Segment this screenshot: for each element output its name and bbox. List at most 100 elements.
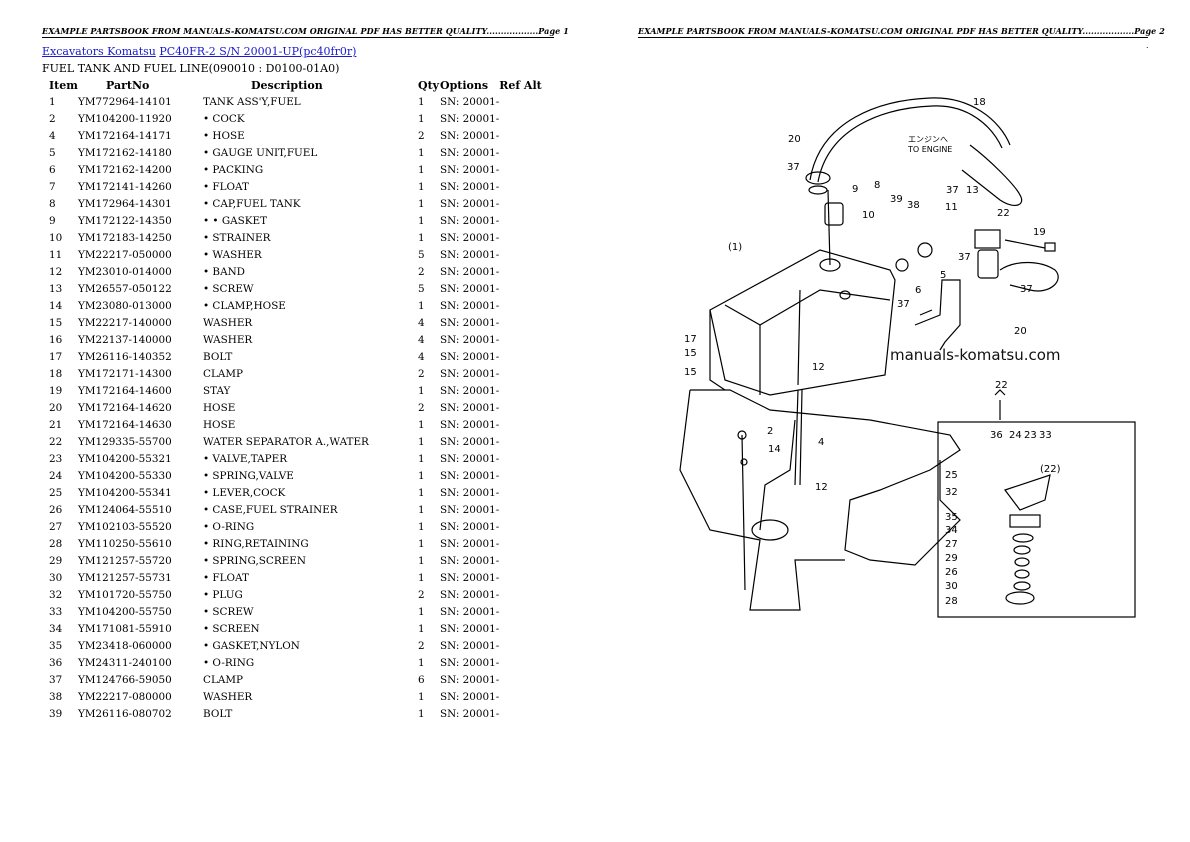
item-number: 23	[49, 452, 63, 465]
part-number: YM23010-014000	[78, 265, 172, 278]
engine-label-jp: エンジンへ	[908, 135, 948, 144]
parts-table: Item PartNo Description Qty Options Ref …	[44, 77, 544, 722]
item-number: 18	[49, 367, 63, 380]
col-header-partno: PartNo	[106, 78, 150, 92]
part-number: YM172183-14250	[78, 231, 172, 244]
callout-8: 8	[874, 180, 880, 191]
part-description: • GASKET,NYLON	[203, 639, 300, 652]
part-description: TANK ASS'Y,FUEL	[203, 95, 301, 108]
callout-20-top: 20	[788, 134, 801, 145]
part-description: BOLT	[203, 707, 233, 720]
part-options: SN: 20001-	[440, 452, 500, 465]
part-options: SN: 20001-	[440, 129, 500, 142]
item-number: 7	[49, 180, 56, 193]
part-number: YM121257-55731	[78, 571, 172, 584]
part-options: SN: 20001-	[440, 469, 500, 482]
part-qty: 1	[418, 554, 425, 567]
part-qty: 1	[418, 418, 425, 431]
callout-11: 11	[945, 202, 958, 213]
part-options: SN: 20001-	[440, 554, 500, 567]
part-number: YM22217-140000	[78, 316, 172, 329]
part-number: YM104200-55330	[78, 469, 172, 482]
part-description: BOLT	[203, 350, 233, 363]
part-refalt	[499, 416, 544, 433]
part-qty: 4	[418, 350, 425, 363]
part-number: YM26557-050122	[78, 282, 172, 295]
part-description: • COCK	[203, 112, 245, 125]
part-refalt	[499, 246, 544, 263]
item-number: 1	[49, 95, 56, 108]
callout-4: 4	[818, 437, 824, 448]
callout-17: 17	[684, 334, 697, 345]
callout-37-b: 37	[946, 185, 959, 196]
part-options: SN: 20001-	[440, 333, 500, 346]
item-number: 26	[49, 503, 63, 516]
part-options: SN: 20001-	[440, 486, 500, 499]
callout-35: 35	[945, 512, 958, 523]
callout-5: 5	[940, 270, 946, 281]
part-qty: 1	[418, 112, 425, 125]
callout-22-inset: 22	[995, 380, 1008, 391]
part-options: SN: 20001-	[440, 299, 500, 312]
part-options: SN: 20001-	[440, 401, 500, 414]
part-refalt	[499, 552, 544, 569]
part-options: SN: 20001-	[440, 367, 500, 380]
breadcrumb-model-link[interactable]: PC40FR-2 S/N 20001-UP(pc40fr0r)	[159, 45, 357, 58]
part-number: YM172164-14620	[78, 401, 172, 414]
fuel-tank-diagram: 18 20 37 8 9 10 39 38 37 13 11 22 19 6 5…	[679, 97, 1136, 618]
part-refalt	[499, 637, 544, 654]
col-header-item: Item	[49, 78, 78, 92]
part-description: • FLOAT	[203, 571, 249, 584]
part-number: YM121257-55720	[78, 554, 172, 567]
part-qty: 1	[418, 520, 425, 533]
part-options: SN: 20001-	[440, 146, 500, 159]
part-number: YM26116-080702	[78, 707, 172, 720]
part-qty: 2	[418, 639, 425, 652]
part-description: WATER SEPARATOR A.,WATER	[203, 435, 369, 448]
part-number: YM110250-55610	[78, 537, 172, 550]
callout-19: 19	[1033, 227, 1046, 238]
part-options: SN: 20001-	[440, 503, 500, 516]
page-mark: .	[1146, 41, 1149, 50]
part-number: YM129335-55700	[78, 435, 172, 448]
part-qty: 1	[418, 707, 425, 720]
part-refalt	[499, 297, 544, 314]
part-number: YM172162-14180	[78, 146, 172, 159]
part-qty: 1	[418, 95, 425, 108]
part-refalt	[499, 212, 544, 229]
part-number: YM172164-14630	[78, 418, 172, 431]
part-options: SN: 20001-	[440, 248, 500, 261]
table-header-row: Item PartNo Description Qty Options Ref …	[44, 77, 544, 93]
part-options: SN: 20001-	[440, 214, 500, 227]
inset-frame	[937, 421, 1136, 618]
watermark-text: manuals-komatsu.com	[890, 346, 1061, 364]
page-header-2: EXAMPLE PARTSBOOK FROM MANUALS-KOMATSU.C…	[638, 26, 1165, 38]
part-description: • GAUGE UNIT,FUEL	[203, 146, 318, 159]
part-options: SN: 20001-	[440, 707, 500, 720]
col-header-options: Options	[440, 78, 489, 92]
part-number: YM124766-59050	[78, 673, 172, 686]
item-number: 10	[49, 231, 63, 244]
item-number: 2	[49, 112, 56, 125]
part-description: • CASE,FUEL STRAINER	[203, 503, 338, 516]
breadcrumb-category-link[interactable]: Excavators Komatsu	[42, 45, 156, 58]
hose-return	[961, 144, 1023, 207]
part-description: WASHER	[203, 333, 253, 346]
part-refalt	[499, 433, 544, 450]
part-options: SN: 20001-	[440, 180, 500, 193]
part-refalt	[499, 263, 544, 280]
part-number: YM22217-050000	[78, 248, 172, 261]
part-description: • LEVER,COCK	[203, 486, 286, 499]
